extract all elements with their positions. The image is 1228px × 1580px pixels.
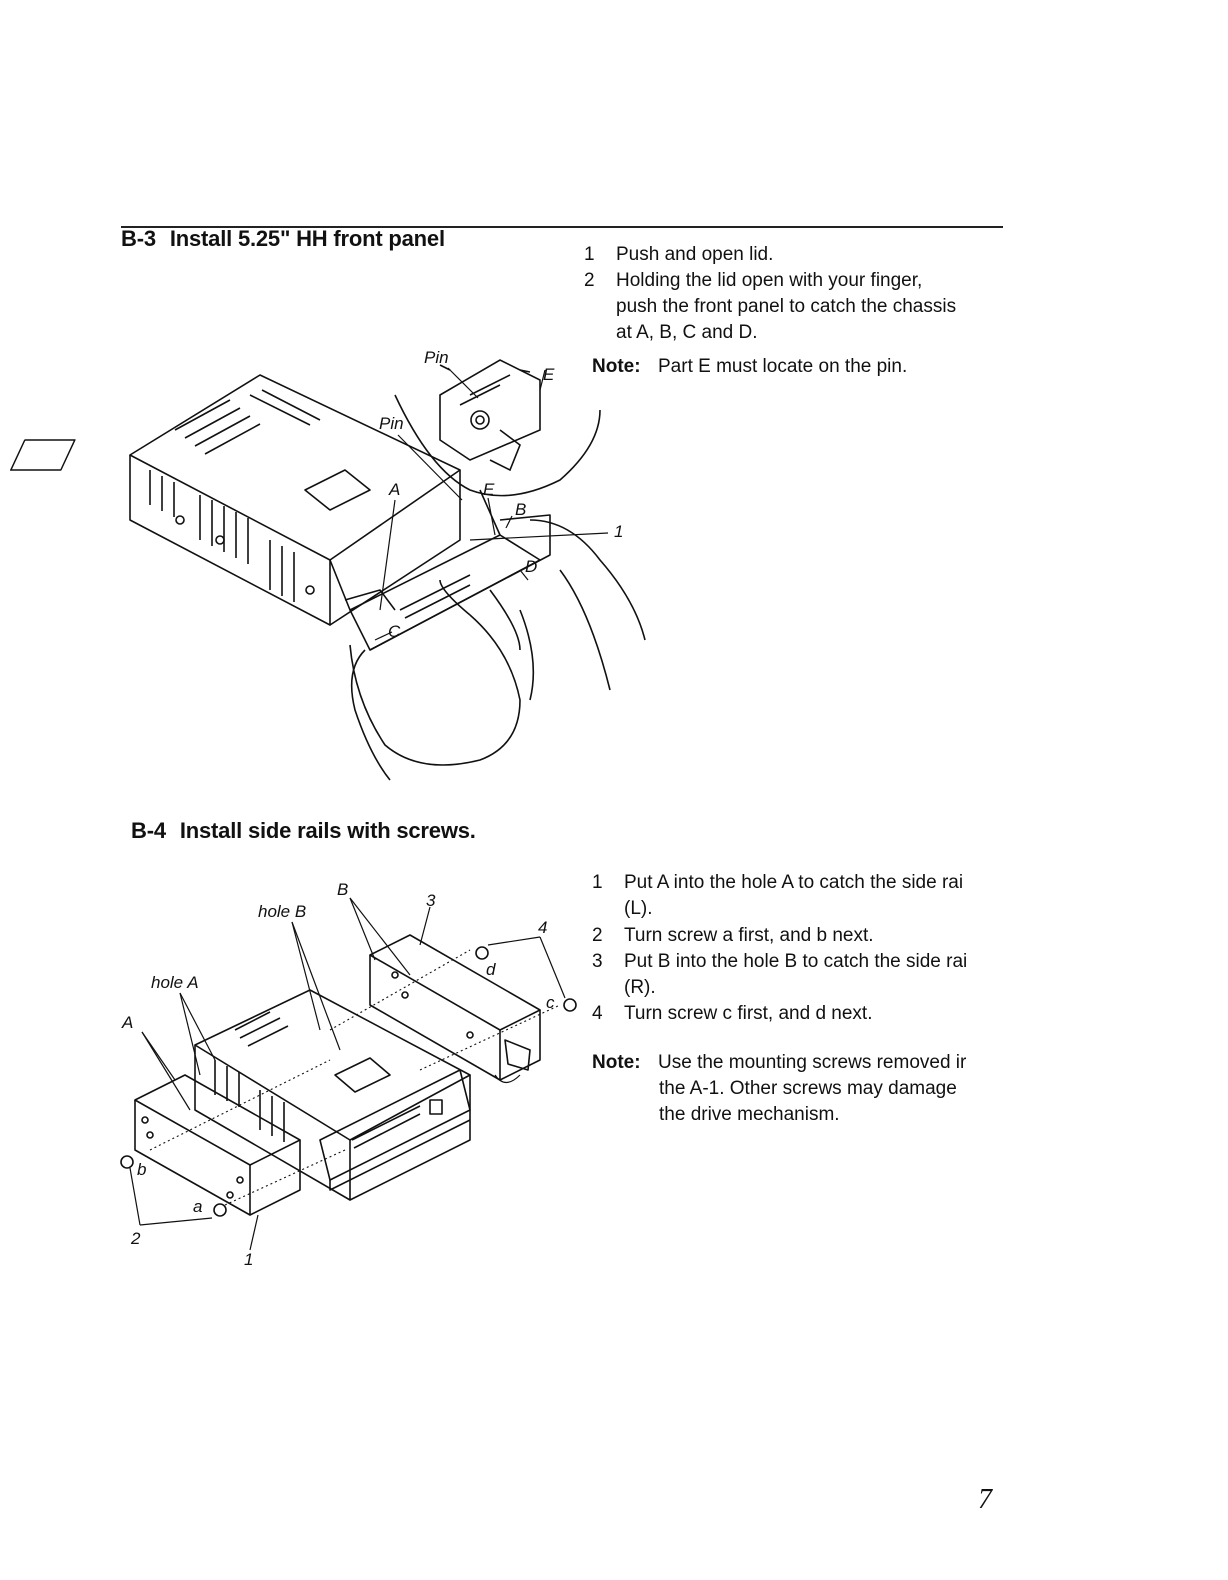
- pin-detail-inset: [394, 359, 601, 497]
- label-c: C: [388, 622, 401, 641]
- step-text: Put A into the hole A to catch the side …: [624, 872, 964, 893]
- alignment-dots: [149, 949, 561, 1206]
- callout-1: 1: [244, 1250, 254, 1269]
- b4-note-line-2: the A-1. Other screws may damage: [659, 1078, 957, 1099]
- step-number: 2: [584, 270, 595, 291]
- label-b-screw: b: [137, 1160, 147, 1179]
- label-e-top: E: [543, 365, 555, 384]
- section-b4-heading: B-4 Install side rails with screws.: [131, 818, 476, 844]
- step-text: Put B into the hole B to catch the side …: [624, 951, 968, 972]
- label-pin-mid: Pin: [379, 414, 404, 433]
- callout-2: 2: [131, 1229, 141, 1248]
- drive-chassis: [9, 374, 551, 651]
- step-number: 3: [592, 951, 603, 972]
- b3-step-2-line-3: at A, B, C and D.: [616, 322, 758, 343]
- label-c: c: [546, 993, 555, 1012]
- label-b: B: [515, 500, 527, 519]
- b4-step-1-line-2: (L).: [624, 898, 653, 919]
- step-text: Turn screw a first, and b next.: [624, 925, 874, 946]
- step-number: 1: [584, 244, 595, 265]
- leader-lines: [129, 897, 566, 1251]
- note-text: Use the mounting screws removed ir: [658, 1052, 967, 1073]
- section-b3-heading: B-3 Install 5.25" HH front panel: [121, 226, 445, 252]
- step-text: Holding the lid open with your finger,: [616, 270, 923, 291]
- hand-illustration: [349, 519, 646, 781]
- callout-4: 4: [538, 918, 548, 937]
- label-a: A: [389, 480, 401, 499]
- step-number: 2: [592, 925, 603, 946]
- note-label: Note:: [592, 1052, 641, 1073]
- step-number: 1: [592, 872, 603, 893]
- label-a-left: A: [122, 1013, 134, 1032]
- step-text: Turn screw c first, and d next.: [624, 1003, 873, 1024]
- section-b3-title: Install 5.25" HH front panel: [169, 226, 445, 251]
- step-number: 4: [592, 1003, 603, 1024]
- label-d: d: [486, 960, 496, 979]
- label-hole-b: hole B: [258, 902, 307, 921]
- leader-lines: [374, 367, 609, 641]
- section-b4-title: Install side rails with screws.: [179, 818, 476, 843]
- label-hole-a: hole A: [151, 973, 199, 992]
- b4-note-line-3: the drive mechanism.: [659, 1104, 840, 1125]
- section-rule: [121, 226, 1003, 228]
- step-text: Push and open lid.: [616, 244, 774, 265]
- note-label: Note:: [592, 356, 641, 377]
- b4-step-3-line-2: (R).: [624, 977, 656, 998]
- label-e-mid: E: [483, 480, 495, 499]
- label-pin-top: Pin: [424, 348, 449, 367]
- section-b4-number: B-4: [131, 818, 166, 843]
- callout-1: 1: [614, 522, 624, 541]
- label-a-screw: a: [193, 1197, 203, 1216]
- b3-step-2-line-2: push the front panel to catch the chassi…: [616, 296, 957, 317]
- page-number: 7: [978, 1484, 992, 1515]
- label-d: D: [525, 557, 538, 576]
- note-text: Part E must locate on the pin.: [658, 356, 908, 377]
- label-b-upper: B: [337, 880, 349, 899]
- section-b3-number: B-3: [121, 226, 156, 251]
- drive-with-rails: [120, 934, 577, 1217]
- callout-3: 3: [426, 891, 436, 910]
